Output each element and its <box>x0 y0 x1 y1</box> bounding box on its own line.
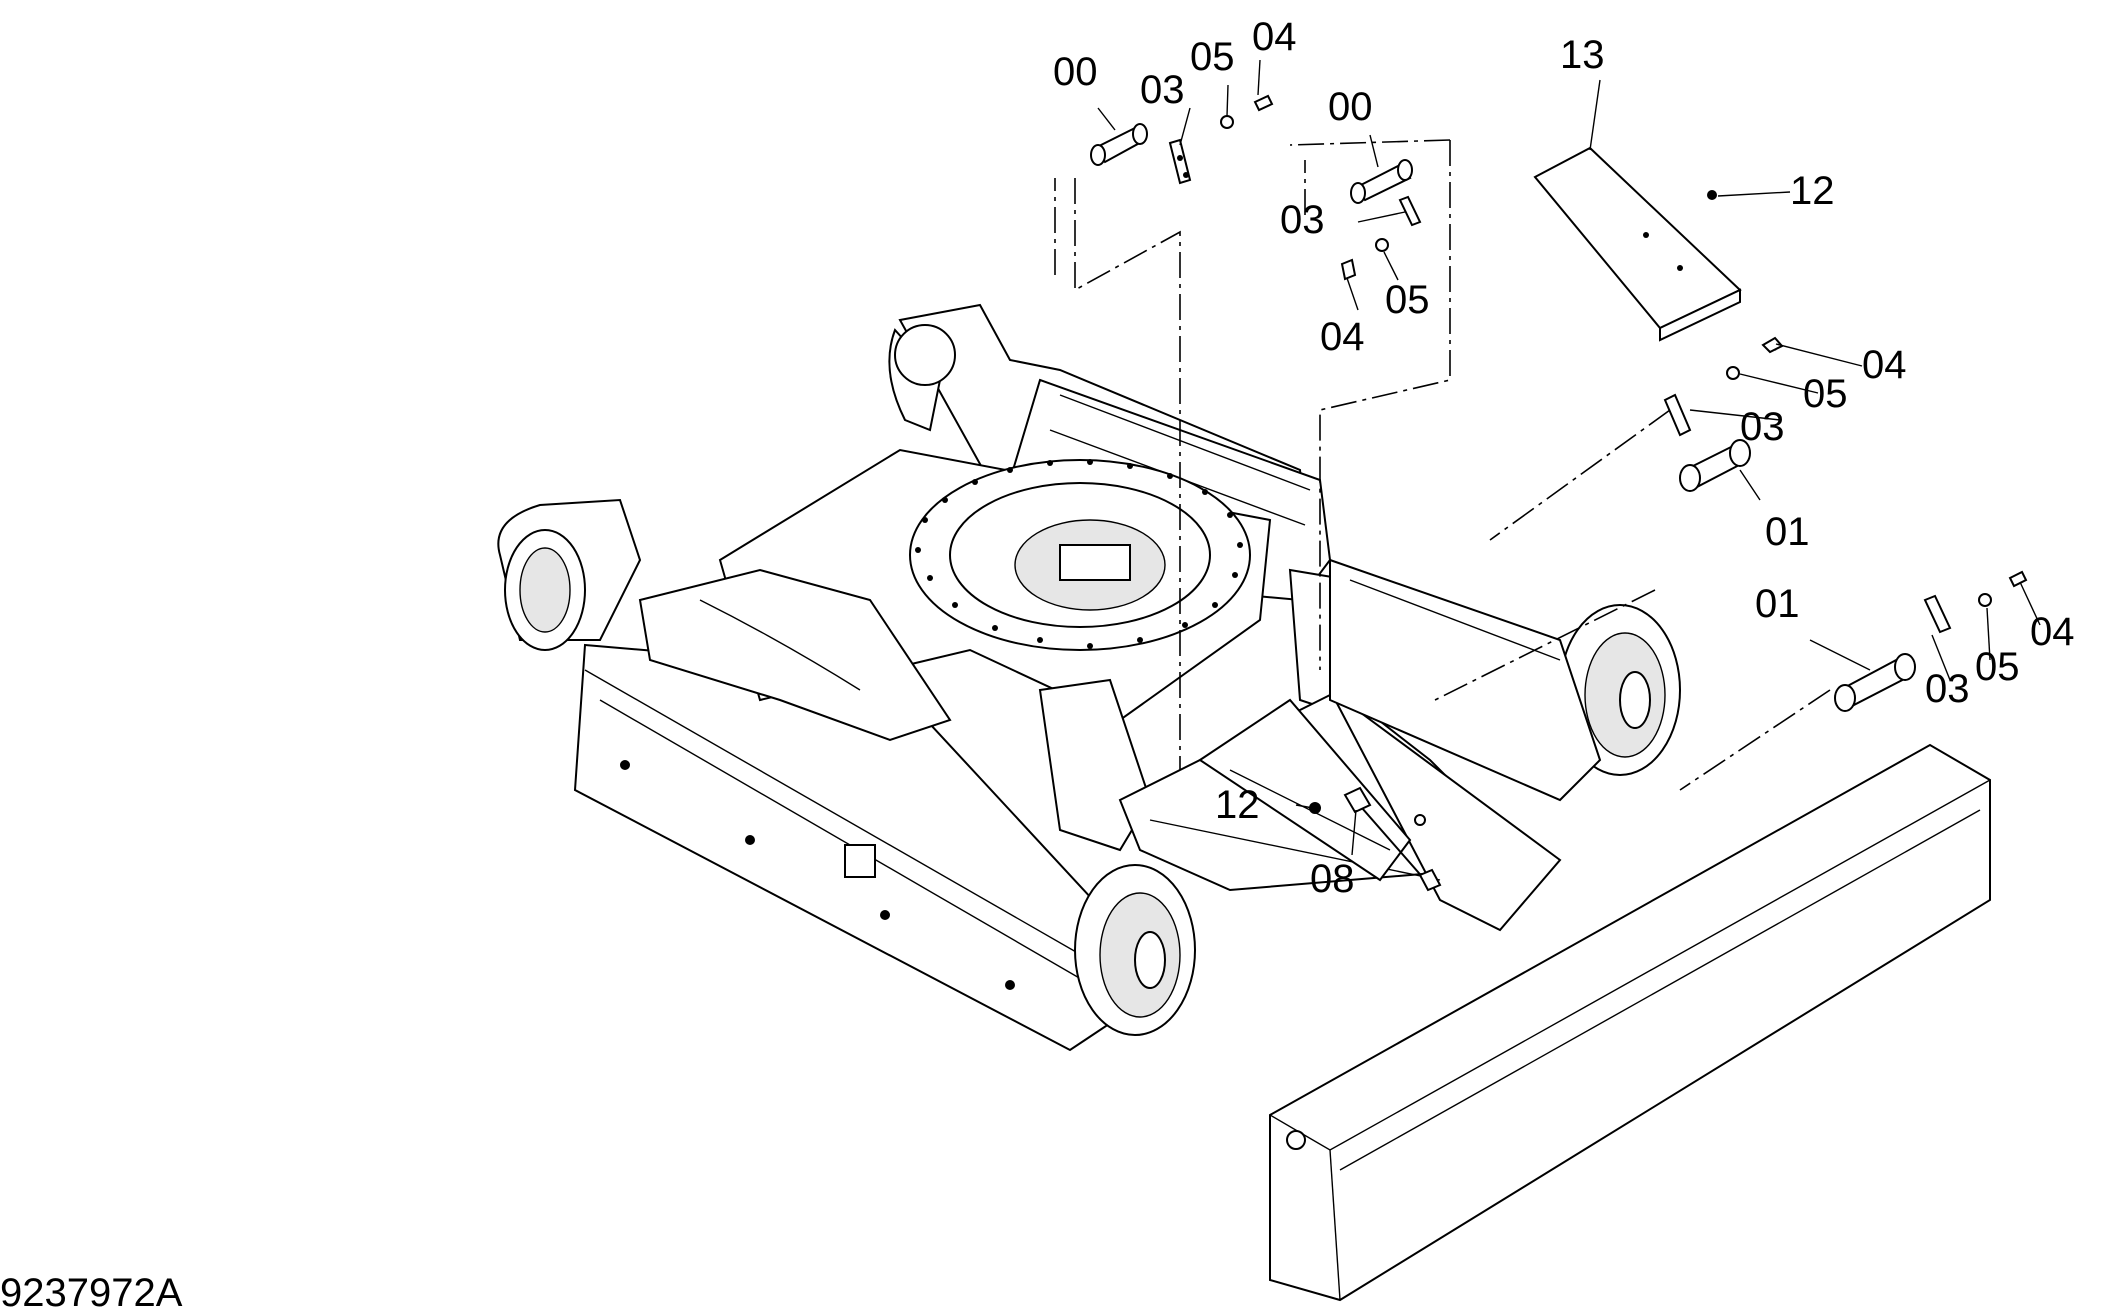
callout-04: 04 <box>1252 15 1297 59</box>
callout-01: 01 <box>1765 510 1810 554</box>
undercarriage-frame <box>497 303 1991 1302</box>
callout-12: 12 <box>1790 169 1835 213</box>
callout-labels: 00 03 05 04 00 03 05 04 13 12 04 05 03 0… <box>1053 15 2075 901</box>
callout-03: 03 <box>1140 68 1185 112</box>
assembly-leader-lines <box>1054 139 1831 791</box>
callout-05: 05 <box>1803 372 1848 416</box>
callout-05: 05 <box>1975 645 2020 689</box>
callout-13: 13 <box>1560 33 1605 77</box>
hose-assembly <box>1309 786 1442 892</box>
swing-bearing-bolts <box>915 459 1243 649</box>
callout-12: 12 <box>1215 783 1260 827</box>
callout-04: 04 <box>1320 315 1365 359</box>
pin-set-upper-middle <box>1340 159 1422 281</box>
drawing-reference-number: 9237972A <box>0 1271 183 1313</box>
callout-01: 01 <box>1755 582 1800 626</box>
callout-03: 03 <box>1280 198 1325 242</box>
callout-08: 08 <box>1310 857 1355 901</box>
cover-plate <box>1533 146 1742 342</box>
callout-03: 03 <box>1740 405 1785 449</box>
callout-04: 04 <box>2030 610 2075 654</box>
callout-05: 05 <box>1190 35 1235 79</box>
callout-leaders <box>1097 59 2041 856</box>
callout-00: 00 <box>1053 50 1098 94</box>
pin-set-upper-left <box>1090 94 1274 185</box>
callout-03: 03 <box>1925 667 1970 711</box>
pin-set-right-upper <box>1663 336 1784 492</box>
callout-05: 05 <box>1385 278 1430 322</box>
callout-00: 00 <box>1328 85 1373 129</box>
callout-04: 04 <box>1862 343 1907 387</box>
pin-set-right-lower <box>1834 570 2028 712</box>
